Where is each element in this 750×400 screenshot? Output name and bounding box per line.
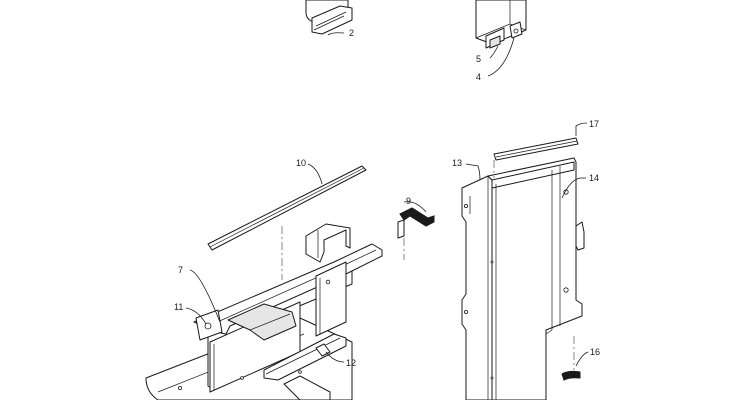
part-2-clip (305, 0, 353, 35)
callout-2: 2 (349, 28, 354, 38)
part-16-clip (561, 370, 581, 381)
callout-17: 17 (589, 119, 599, 129)
leader-14 (561, 177, 586, 199)
leader-5 (489, 45, 499, 59)
callout-12: 12 (346, 358, 356, 368)
leader-2 (327, 32, 345, 36)
part-17-strip (493, 137, 579, 161)
leader-17 (575, 122, 588, 136)
part-10-strip (207, 165, 367, 251)
leader-4 (487, 37, 515, 77)
leader-11 (185, 307, 207, 325)
callout-16: 16 (590, 347, 600, 357)
callout-14: 14 (589, 173, 599, 183)
part-14-main-panel (487, 157, 585, 400)
callout-4: 4 (476, 72, 481, 82)
callout-11: 11 (174, 302, 183, 312)
part-12-block (263, 333, 347, 400)
callout-9: 9 (406, 196, 411, 206)
leader-9 (403, 201, 427, 213)
leader-7 (189, 269, 221, 323)
leader-13 (465, 163, 481, 181)
callout-10: 10 (296, 158, 306, 168)
callout-5: 5 (476, 54, 481, 64)
callout-7: 7 (178, 265, 183, 275)
part-9-bracket (397, 207, 435, 239)
callout-13: 13 (452, 158, 462, 168)
part-4-connector (509, 21, 523, 39)
leader-10 (307, 163, 323, 185)
part-13-side-panel (461, 175, 493, 400)
leader-16 (575, 351, 589, 367)
leader-12 (325, 351, 345, 363)
